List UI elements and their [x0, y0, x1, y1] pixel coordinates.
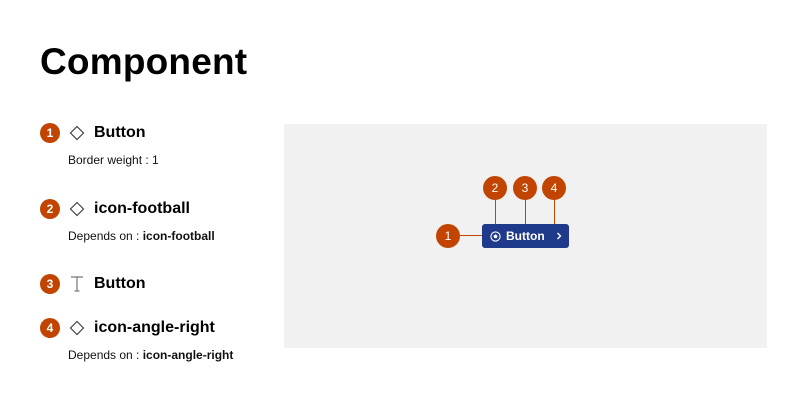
anatomy-entry-button: 1 Button Border weight : 1 — [40, 122, 159, 167]
button-label: Button — [506, 229, 545, 243]
page-title: Component — [40, 41, 248, 82]
detail-value: icon-angle-right — [142, 348, 234, 362]
callout-badge: 1 — [436, 224, 460, 248]
diamond-icon — [68, 124, 86, 142]
detail-label: Depends on : — [68, 229, 143, 243]
entry-title: icon-football — [94, 200, 190, 217]
callout-leader-2 — [495, 199, 496, 230]
diamond-icon — [68, 200, 86, 218]
callout-leader-3 — [525, 199, 526, 230]
callout-badge: 4 — [542, 176, 566, 200]
entry-detail: Depends on : icon-angle-right — [68, 348, 233, 362]
diamond-icon — [68, 319, 86, 337]
anatomy-entry-icon-football: 2 icon-football Depends on : icon-footba… — [40, 198, 215, 243]
entry-title: Button — [94, 275, 146, 292]
number-badge: 4 — [40, 318, 60, 338]
anatomy-entry-text: 3 Button — [40, 273, 146, 295]
number-badge: 1 — [40, 123, 60, 143]
anatomy-entry-icon-angle-right: 4 icon-angle-right Depends on : icon-ang… — [40, 317, 233, 362]
preview-button[interactable]: Button — [482, 224, 569, 248]
entry-detail: Border weight : 1 — [68, 153, 159, 167]
angle-right-icon — [554, 231, 564, 241]
entry-detail: Depends on : icon-football — [68, 229, 215, 243]
entry-title: icon-angle-right — [94, 319, 215, 336]
football-icon — [490, 230, 501, 242]
detail-label: Depends on : — [68, 348, 143, 362]
detail-label: Border weight : — [68, 153, 153, 167]
entry-title: Button — [94, 124, 146, 141]
number-badge: 2 — [40, 199, 60, 219]
callout-badge: 2 — [483, 176, 507, 200]
callout-leader-4 — [554, 199, 555, 230]
number-badge: 3 — [40, 274, 60, 294]
detail-value: icon-football — [142, 229, 215, 243]
callout-badge: 3 — [513, 176, 537, 200]
callout-leader-1 — [460, 235, 482, 236]
text-icon — [68, 275, 86, 293]
detail-value: 1 — [152, 153, 159, 167]
